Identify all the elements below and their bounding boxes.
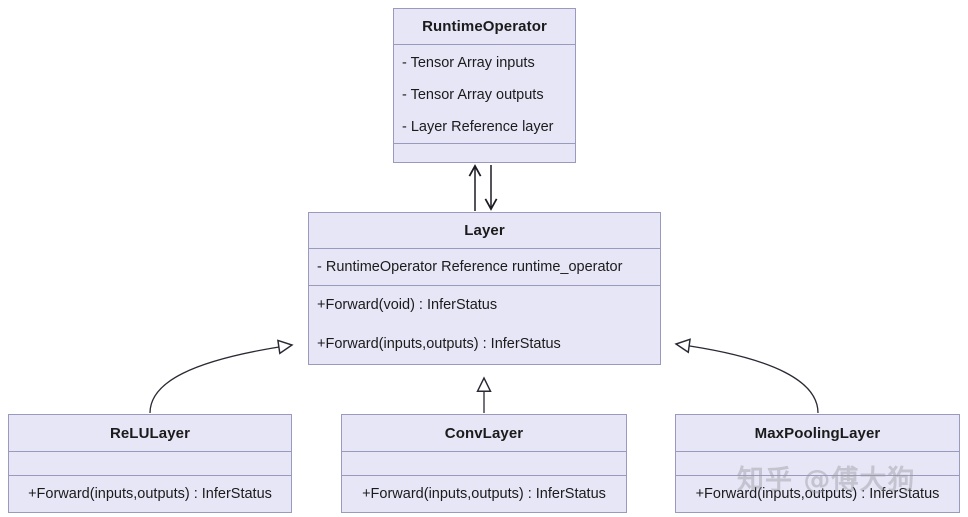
class-operations-convlayer: +Forward(inputs,outputs) : InferStatus <box>342 476 626 512</box>
attribute-row: - Layer Reference layer <box>402 118 554 135</box>
class-title-maxpoolinglayer: MaxPoolingLayer <box>676 415 959 452</box>
class-attributes-relulayer <box>9 452 291 476</box>
attribute-row: - Tensor Array inputs <box>402 54 535 71</box>
connector-maxpoolinglayer-generalization <box>674 338 819 414</box>
class-attributes-convlayer <box>342 452 626 476</box>
class-operations-maxpoolinglayer: +Forward(inputs,outputs) : InferStatus <box>676 476 959 512</box>
class-operations-layer: +Forward(void) : InferStatus +Forward(in… <box>309 286 660 364</box>
operation-row: +Forward(inputs,outputs) : InferStatus <box>695 485 940 502</box>
class-operations-runtimeoperator <box>394 144 575 162</box>
class-title-runtimeoperator: RuntimeOperator <box>394 9 575 45</box>
class-box-layer[interactable]: Layer - RuntimeOperator Reference runtim… <box>308 212 661 365</box>
operation-row: +Forward(inputs,outputs) : InferStatus <box>317 336 561 353</box>
class-operations-relulayer: +Forward(inputs,outputs) : InferStatus <box>9 476 291 512</box>
class-title-layer: Layer <box>309 213 660 249</box>
connector-relulayer-generalization <box>149 339 294 414</box>
class-box-maxpoolinglayer[interactable]: MaxPoolingLayer +Forward(inputs,outputs)… <box>675 414 960 513</box>
class-attributes-runtimeoperator: - Tensor Array inputs - Tensor Array out… <box>394 45 575 144</box>
class-attributes-maxpoolinglayer <box>676 452 959 476</box>
operation-row: +Forward(inputs,outputs) : InferStatus <box>28 485 272 502</box>
operation-row: +Forward(void) : InferStatus <box>317 297 498 314</box>
class-box-relulayer[interactable]: ReLULayer +Forward(inputs,outputs) : Inf… <box>8 414 292 513</box>
class-box-runtimeoperator[interactable]: RuntimeOperator - Tensor Array inputs - … <box>393 8 576 163</box>
attribute-row: - Tensor Array outputs <box>402 86 544 103</box>
class-title-convlayer: ConvLayer <box>342 415 626 452</box>
class-attributes-layer: - RuntimeOperator Reference runtime_oper… <box>309 249 660 286</box>
class-box-convlayer[interactable]: ConvLayer +Forward(inputs,outputs) : Inf… <box>341 414 627 513</box>
class-title-relulayer: ReLULayer <box>9 415 291 452</box>
operation-row: +Forward(inputs,outputs) : InferStatus <box>362 485 606 502</box>
attribute-row: - RuntimeOperator Reference runtime_oper… <box>317 258 623 275</box>
